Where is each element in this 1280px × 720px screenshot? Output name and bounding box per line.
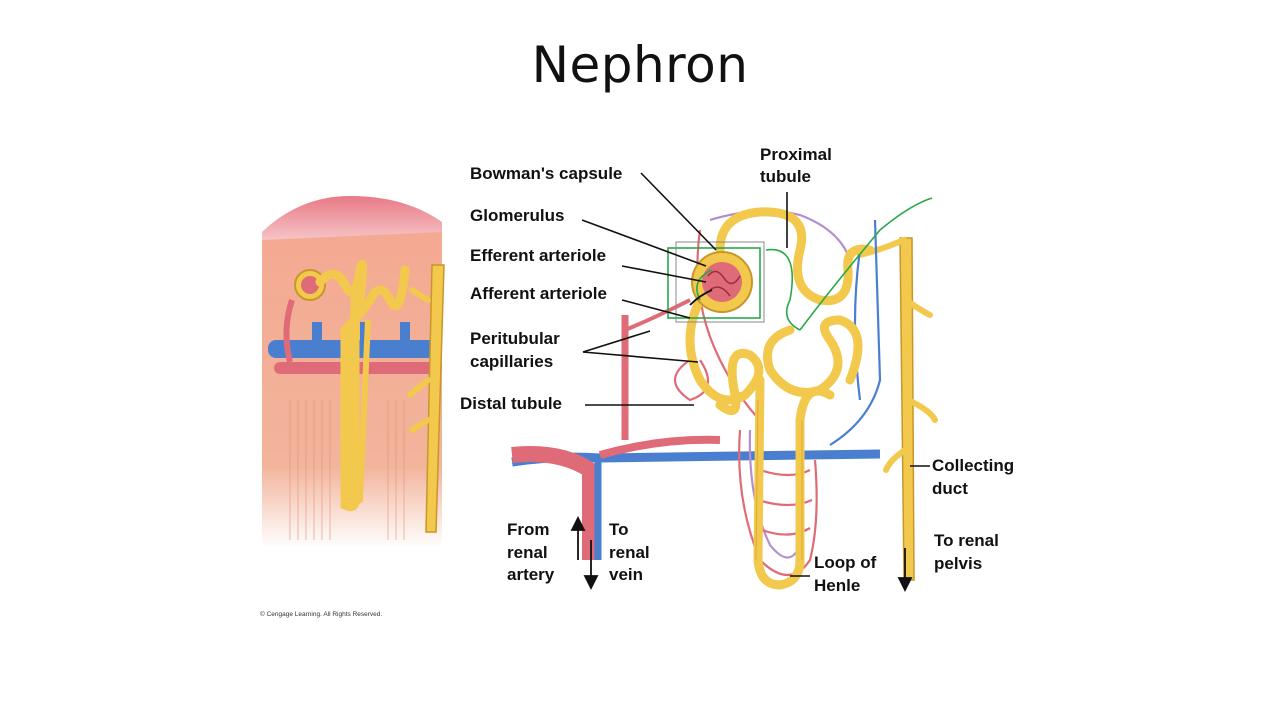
leader-lines [581,172,930,577]
inset-loop-tubule [315,259,367,512]
label-collecting-line2: duct [932,479,968,498]
label-loop-line2: Henle [814,576,860,595]
label-proximal-line1: Proximal [760,145,832,164]
label-afferent-arteriole: Afferent arteriole [470,284,607,303]
label-from-artery-line3: artery [507,565,555,584]
flow-arrows [570,515,913,593]
label-collecting-line1: Collecting [932,456,1014,475]
collecting-duct [899,237,915,581]
label-distal-tubule: Distal tubule [460,394,562,413]
annotation-marks [667,197,933,331]
nephron-illustration [511,197,938,593]
tissue-striations [289,400,405,540]
label-from-artery-line2: renal [507,543,548,562]
inset-collecting-duct [425,264,445,533]
label-efferent-arteriole: Efferent arteriole [470,246,606,265]
label-to-vein-line3: vein [609,565,643,584]
label-from-artery-line1: From [507,520,550,539]
afferent-arteriole [624,298,691,332]
label-to-pelvis-line2: pelvis [934,554,982,573]
copyright-notice: © Cengage Learning. All Rights Reserved. [260,610,382,618]
tissue-capsule-top [262,196,442,240]
diagram-labels: Bowman's capsule Glomerulus Efferent art… [260,145,1014,618]
label-glomerulus: Glomerulus [470,206,564,225]
flow-arrow-mark [689,289,713,306]
tissue-section-illustration [262,196,445,548]
label-peritubular-line1: Peritubular [470,329,560,348]
label-bowmans-capsule: Bowman's capsule [470,164,622,183]
label-to-vein-line2: renal [609,543,650,562]
slide-title: Nephron [531,36,749,94]
label-proximal-line2: tubule [760,167,811,186]
label-to-pelvis-line1: To renal [934,531,999,550]
label-peritubular-line2: capillaries [470,352,553,371]
label-loop-line1: Loop of [814,553,877,572]
label-to-vein-line1: To [609,520,629,539]
renal-artery [511,446,598,560]
